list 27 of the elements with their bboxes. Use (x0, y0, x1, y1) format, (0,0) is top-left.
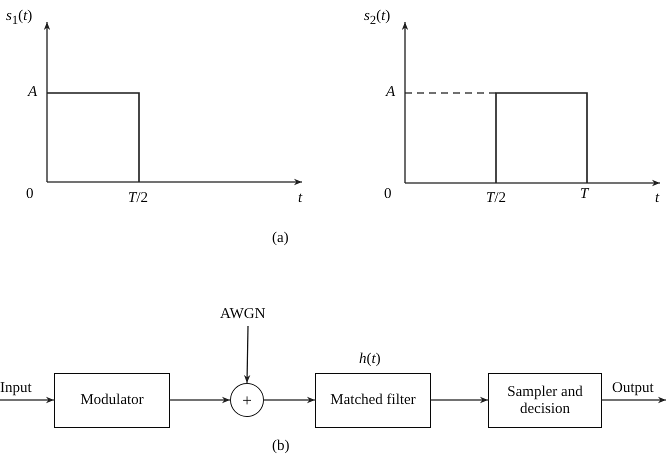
axis-label: t (298, 190, 302, 207)
axis-label: t (655, 190, 660, 207)
panel-label: (b) (272, 438, 290, 455)
tick-label: A (386, 84, 396, 101)
tick-label: 0 (384, 186, 392, 203)
tick-label: T/2 (128, 190, 148, 207)
response-label: h(t) (359, 351, 381, 368)
arrow (431, 396, 488, 404)
summer-circle: + (230, 383, 264, 417)
sampler-block: Sampler and decision (488, 373, 602, 428)
tick-label: T (580, 186, 588, 203)
modulator-block: Modulator (54, 373, 170, 428)
panel-label: (a) (272, 230, 289, 247)
tick-label: T/2 (486, 190, 506, 207)
tick-label: A (28, 84, 38, 101)
filter-block: Matched filter (315, 373, 431, 428)
tick-label: 0 (26, 186, 34, 203)
noise-label: AWGN (220, 306, 266, 323)
arrow (0, 396, 54, 404)
axis-label: s$_{1}$(t) (6, 8, 32, 28)
axis-label: s$_{2}$(t) (364, 8, 390, 28)
arrow (244, 326, 250, 384)
arrow (602, 396, 666, 404)
arrow (170, 396, 230, 404)
output-label: Output (612, 380, 654, 397)
input-label: Input (0, 380, 32, 397)
arrow (264, 396, 315, 404)
